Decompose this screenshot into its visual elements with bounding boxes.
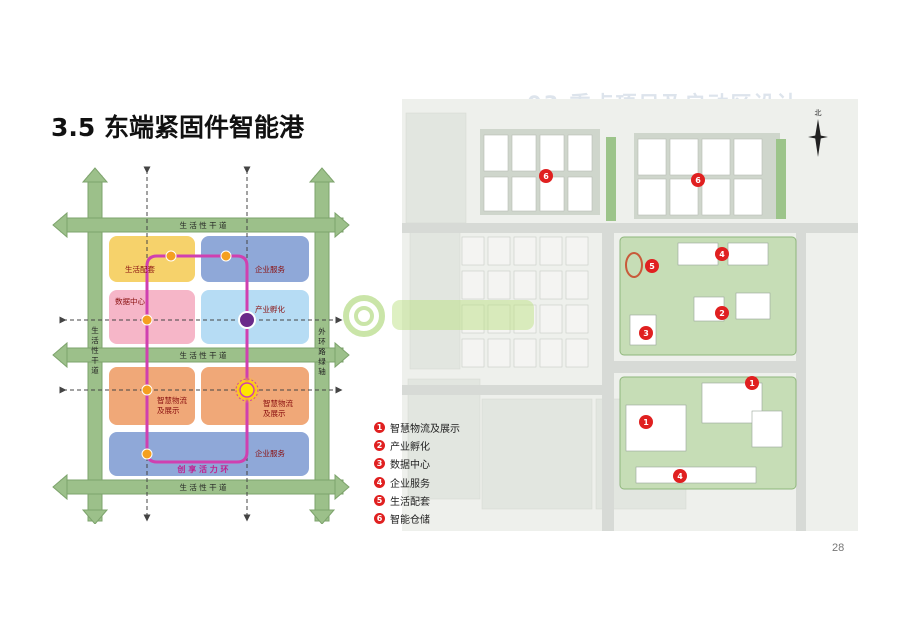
node-incubation bbox=[238, 311, 256, 329]
svg-text:环: 环 bbox=[318, 337, 326, 346]
vitality-loop bbox=[145, 254, 249, 464]
svg-text:活: 活 bbox=[91, 335, 99, 345]
zone-label-living: 生活配套 bbox=[125, 264, 155, 274]
svg-text:2: 2 bbox=[719, 309, 725, 318]
node bbox=[165, 250, 177, 262]
zone-label-enterprise-top: 企业服务 bbox=[255, 264, 285, 274]
north-arrow: 北 bbox=[808, 109, 828, 157]
zone-logistics-left bbox=[109, 367, 195, 425]
node bbox=[141, 314, 153, 326]
zone-label-logistics-right: 智慧物流 bbox=[263, 398, 293, 408]
svg-text:轴: 轴 bbox=[318, 366, 326, 376]
svg-text:5: 5 bbox=[649, 262, 655, 271]
warehouse-cluster-east bbox=[634, 133, 780, 219]
node bbox=[141, 384, 153, 396]
svg-text:3: 3 bbox=[643, 329, 649, 338]
zone-label-incubation: 产业孵化 bbox=[255, 304, 285, 314]
svg-text:1: 1 bbox=[749, 379, 755, 388]
zone-label-logistics-left: 智慧物流 bbox=[157, 395, 187, 405]
svg-text:生: 生 bbox=[91, 325, 99, 335]
svg-text:及展示: 及展示 bbox=[263, 409, 286, 418]
road-label-east: 外 环 路 绿 轴 bbox=[318, 326, 326, 376]
warehouse-cluster-west bbox=[480, 129, 600, 215]
slide-title: 3.5 东端紧固件智能港 bbox=[51, 113, 304, 142]
svg-text:外: 外 bbox=[318, 326, 326, 336]
svg-text:4: 4 bbox=[677, 472, 683, 481]
svg-text:4: 4 bbox=[719, 250, 725, 259]
svg-text:道: 道 bbox=[91, 365, 99, 375]
svg-text:绿: 绿 bbox=[318, 357, 326, 366]
zone-living bbox=[109, 236, 195, 282]
svg-text:路: 路 bbox=[318, 346, 326, 356]
svg-text:干: 干 bbox=[91, 356, 99, 365]
zone-label-data: 数据中心 bbox=[115, 296, 145, 306]
svg-text:6: 6 bbox=[695, 176, 701, 185]
node bbox=[220, 250, 232, 262]
road-label-bottom: 生 活 性 干 道 bbox=[179, 482, 227, 492]
svg-text:及展示: 及展示 bbox=[157, 406, 180, 415]
watermark-logo bbox=[343, 295, 534, 337]
svg-text:性: 性 bbox=[91, 345, 99, 355]
node-core bbox=[239, 382, 255, 398]
node bbox=[141, 448, 153, 460]
zone-enterprise-top bbox=[201, 236, 309, 282]
road-label-west: 生 活 性 干 道 bbox=[91, 325, 99, 375]
svg-text:1: 1 bbox=[643, 418, 649, 427]
road-label-middle: 生 活 性 干 道 bbox=[179, 350, 227, 360]
road-label-top: 生 活 性 干 道 bbox=[179, 220, 227, 230]
master-plan: 6 6 5 4 3 2 1 1 4 北 bbox=[402, 99, 858, 531]
svg-text:6: 6 bbox=[543, 172, 549, 181]
page-number: 28 bbox=[832, 542, 845, 554]
zone-enterprise-bottom bbox=[109, 432, 309, 476]
zone-label-enterprise-bottom: 企业服务 bbox=[255, 448, 285, 458]
loop-label: 创 享 活 力 环 bbox=[176, 464, 228, 474]
svg-text:北: 北 bbox=[815, 109, 822, 117]
structure-diagram: 生 活 性 干 道 生 活 性 干 道 生 活 性 干 道 生 活 性 干 道 … bbox=[51, 166, 351, 524]
